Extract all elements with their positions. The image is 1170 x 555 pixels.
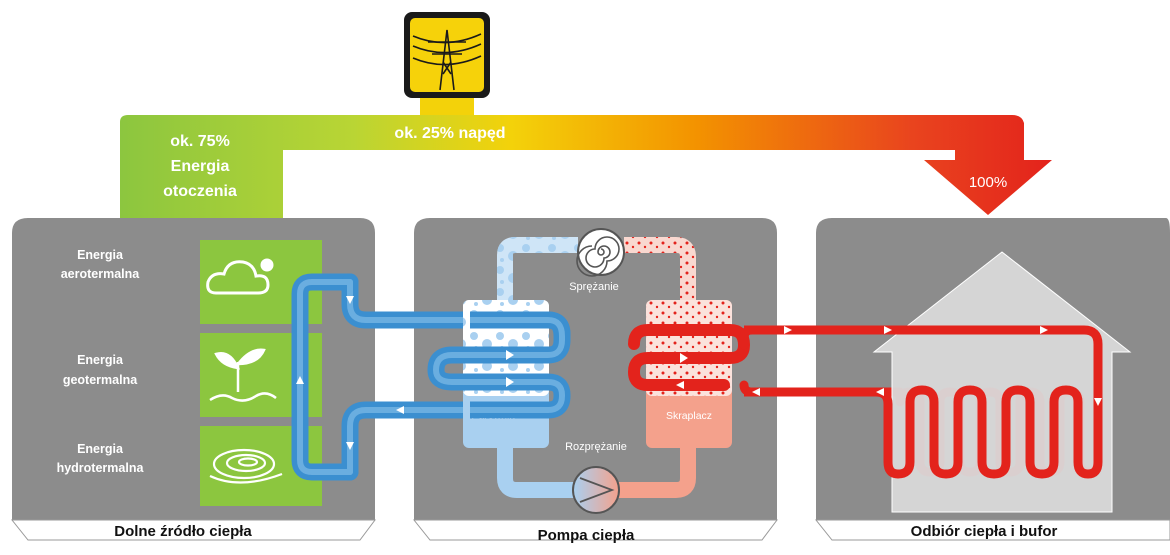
cloud-icon — [206, 258, 274, 295]
compressor-icon — [576, 228, 625, 277]
source-geothermal-line2: geotermalna — [63, 373, 138, 387]
source-geothermal-line1: Energia — [77, 353, 124, 367]
arrow-left-icon — [876, 388, 884, 396]
arrow-right-icon — [784, 326, 792, 334]
power-connector — [420, 98, 474, 115]
arrow-left-icon — [676, 381, 684, 389]
arrow-right-icon — [884, 326, 892, 334]
arrow-right-icon — [506, 350, 514, 360]
power-pylon-icon — [404, 12, 490, 98]
condenser-label: Skraplacz — [666, 410, 712, 422]
refrigerant-circuit — [497, 237, 696, 498]
arrow-down-icon — [346, 296, 354, 304]
panel-sink-label: Odbiór ciepła i bufor — [911, 523, 1058, 540]
panel-pump-label: Pompa ciepła — [538, 527, 635, 544]
arrow-down-icon — [1094, 398, 1102, 406]
source-hydrothermal-line2: hydrotermalna — [57, 461, 145, 475]
compression-label: Sprężanie — [569, 281, 619, 293]
sprout-icon — [209, 348, 277, 402]
evaporator-arrows — [506, 350, 514, 387]
arrow-down-icon — [346, 442, 354, 450]
heating-flow-arrows — [676, 326, 1102, 406]
arrow-right-icon — [1040, 326, 1048, 334]
ambient-percent-label: ok. 75% — [170, 133, 230, 150]
energy-flow-band: ok. 75% Energia otoczenia ok. 25% napęd … — [120, 115, 1052, 218]
source-aerothermal-line2: aerotermalna — [61, 267, 141, 281]
evaporator-coil — [427, 311, 571, 419]
arrow-right-icon — [506, 377, 514, 387]
source-hydrothermal-line1: Energia — [77, 442, 124, 456]
arrow-right-icon — [680, 353, 688, 363]
arrow-left-icon — [396, 406, 404, 414]
expansion-label: Rozprężanie — [565, 441, 627, 453]
total-energy-label: 100% — [969, 174, 1007, 191]
ambient-surroundings-label: otoczenia — [163, 183, 237, 200]
expansion-valve-icon — [572, 466, 620, 514]
arrow-up-icon — [296, 376, 304, 384]
ambient-energy-label: Energia — [171, 158, 230, 175]
panel-source-label: Dolne źródło ciepła — [114, 523, 252, 540]
source-aerothermal-line1: Energia — [77, 248, 124, 262]
condenser: Skraplacz — [646, 300, 732, 448]
water-swirl-icon — [209, 448, 283, 484]
arrow-left-icon — [752, 388, 760, 396]
drive-energy-label: ok. 25% napęd — [394, 125, 505, 142]
